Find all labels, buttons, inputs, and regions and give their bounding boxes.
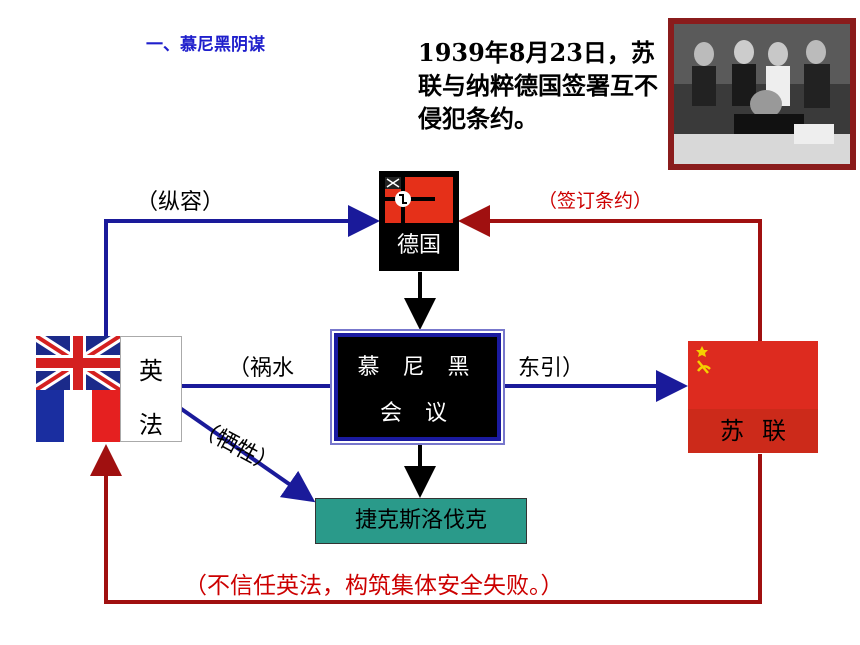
fact-text: 1939年8月23日，苏联与纳粹德国签署互不侵犯条约。 bbox=[418, 38, 658, 133]
arrow-sign-treaty bbox=[458, 205, 762, 341]
uk-flag-icon bbox=[36, 336, 120, 390]
munich-label-line1: 慕 尼 黑 bbox=[357, 355, 478, 380]
britain-france-label: 英 法 bbox=[120, 336, 182, 442]
label-connive: （纵容） bbox=[136, 190, 225, 215]
munich-label-line2: 会 议 bbox=[380, 401, 455, 426]
soviet-node: 苏联 bbox=[688, 341, 818, 453]
germany-label: 德国 bbox=[396, 233, 441, 258]
arrow-connive bbox=[104, 205, 380, 336]
label-huoshui: （祸水 bbox=[228, 356, 295, 381]
germany-node: 德国 bbox=[379, 171, 459, 271]
photo-scene bbox=[674, 24, 850, 164]
label-fa: 法 bbox=[139, 411, 163, 439]
germany-flag-icon bbox=[385, 177, 453, 223]
britain-france-node: 英 法 bbox=[36, 336, 182, 444]
signing-photo bbox=[668, 18, 856, 170]
photo-image bbox=[674, 24, 850, 164]
page-title: 一、慕尼黑阴谋 bbox=[146, 35, 265, 55]
arrow-distrust bbox=[90, 444, 762, 604]
label-dongyin: 东引） bbox=[518, 356, 585, 381]
label-ying: 英 bbox=[139, 357, 163, 385]
munich-frame bbox=[330, 329, 505, 445]
france-flag-icon bbox=[36, 390, 120, 442]
label-sign-treaty: （签订条约） bbox=[538, 190, 653, 212]
soviet-flag-icon bbox=[688, 341, 818, 409]
arrow-sacrifice bbox=[178, 406, 316, 503]
soviet-label: 苏联 bbox=[688, 409, 818, 453]
czech-node: 捷克斯洛伐克 bbox=[315, 498, 527, 544]
label-distrust: （不信任英法，构筑集体安全失败。） bbox=[184, 573, 564, 599]
munich-node: 慕 尼 黑 会 议 bbox=[334, 333, 501, 441]
